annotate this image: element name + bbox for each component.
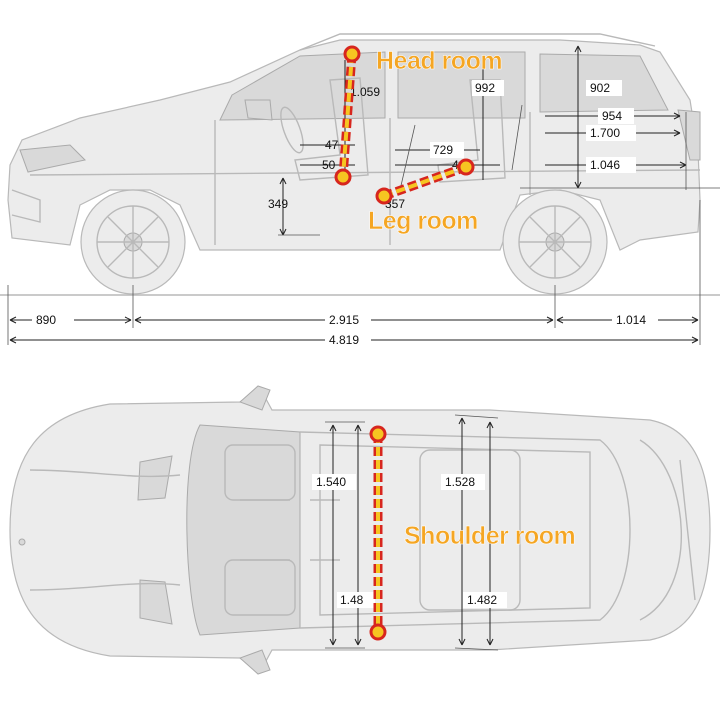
cargo-height-label: 902 — [590, 81, 610, 95]
front-headroom-label: 1.059 — [350, 85, 380, 99]
cargo-length-954-label: 954 — [602, 109, 622, 123]
wheelbase-label: 2.915 — [329, 313, 359, 327]
overall-length-label: 4.819 — [329, 333, 359, 347]
rear-headroom-label: 992 — [475, 81, 495, 95]
rear-legroom-729-label: 729 — [433, 143, 453, 157]
front-seat-47-label: 47 — [325, 138, 339, 152]
top-view-labels: 1.540 1.528 1.48 1.482 — [312, 474, 507, 608]
side-view-labels: 890 2.915 1.014 4.819 902 992 1.059 954 … — [32, 80, 658, 348]
leg-room-callout: Leg room — [368, 207, 478, 235]
head-room-marker — [334, 45, 361, 186]
top-view-car — [9, 385, 711, 675]
shoulder-room-callout: Shoulder room — [404, 522, 575, 550]
top-view-dimensions — [325, 414, 499, 651]
head-room-callout: Head room — [376, 47, 502, 75]
cargo-length-1046-label: 1.046 — [590, 158, 620, 172]
shoulder-room-marker — [369, 425, 387, 641]
front-shoulder-label: 1.540 — [316, 475, 346, 489]
front-overhang-label: 890 — [36, 313, 56, 327]
cargo-length-1700-label: 1.700 — [590, 126, 620, 140]
leg-room-marker — [375, 158, 475, 205]
rear-shoulder-label: 1.528 — [445, 475, 475, 489]
rear-legroom-4-label: 4 — [452, 158, 459, 172]
front-seat-50-label: 50 — [322, 158, 336, 172]
rear-overhang-label: 1.014 — [616, 313, 646, 327]
seat-height-label: 349 — [268, 197, 288, 211]
front-hip-label: 1.48 — [340, 593, 364, 607]
rear-hip-label: 1.482 — [467, 593, 497, 607]
